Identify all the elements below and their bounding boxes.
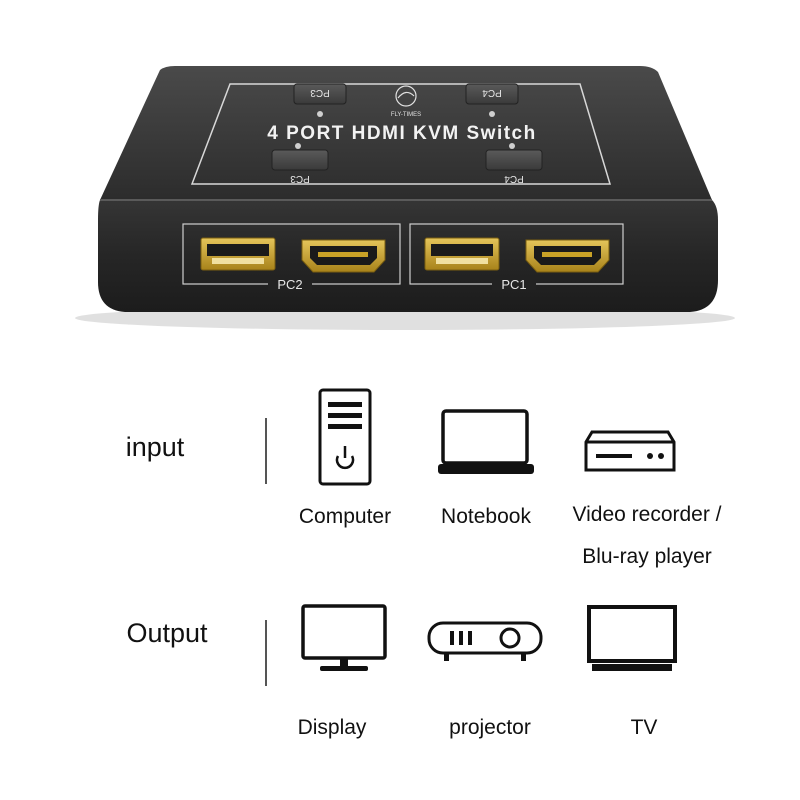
kvm-switch-device: PC3 PC4 PC3 PC4 FLY-TIMES 4 PORT HDMI KV… — [0, 0, 800, 340]
hdmi-port-pc2[interactable] — [301, 239, 386, 273]
button-pc4-bottom[interactable] — [485, 149, 543, 171]
button-label-pc4-bottom: PC4 — [504, 173, 524, 184]
button-pc3-top[interactable] — [293, 83, 347, 105]
device-title: 4 PORT HDMI KVM Switch — [267, 123, 536, 144]
video-recorder-label: Video recorder / — [572, 503, 722, 526]
led-pc3-top — [317, 111, 323, 117]
usb-port-pc2[interactable] — [200, 237, 276, 271]
kvm-switch-illustration: PC3 PC4 PC3 PC4 FLY-TIMES 4 PORT HDMI KV… — [75, 66, 735, 330]
device-front-face — [98, 200, 718, 312]
notebook-label: Notebook — [441, 505, 531, 528]
projector-icon — [427, 621, 543, 661]
button-label-pc4-top: PC4 — [482, 87, 502, 98]
brand-logo-icon — [395, 85, 417, 107]
port-group-label-pc2: PC2 — [277, 277, 302, 292]
hdmi-port-pc1[interactable] — [525, 239, 610, 273]
port-group-label-pc1: PC1 — [501, 277, 526, 292]
brand-name: FLY-TIMES — [391, 112, 421, 118]
led-pc4-bottom — [509, 143, 515, 149]
top-panel-outline — [190, 83, 612, 185]
button-pc3-bottom[interactable] — [271, 149, 329, 171]
display-icon — [301, 604, 387, 671]
computer-label: Computer — [298, 505, 392, 528]
output-divider — [265, 620, 267, 686]
brand-logo-swirl — [397, 91, 415, 99]
led-pc3-bottom — [295, 143, 301, 149]
notebook-icon — [438, 409, 534, 474]
led-pc4-top — [489, 111, 495, 117]
device-top-surface — [100, 66, 712, 200]
output-section-label: Output — [126, 618, 208, 648]
input-divider — [265, 418, 267, 484]
tv-label: TV — [630, 716, 658, 739]
button-label-pc3-top: PC3 — [310, 87, 330, 98]
input-section-label: input — [125, 432, 185, 462]
usb-port-pc1[interactable] — [424, 237, 500, 271]
projector-label: projector — [449, 716, 531, 739]
blu-ray-player-label: Blu-ray player — [582, 545, 712, 568]
button-label-pc3-bottom: PC3 — [290, 173, 310, 184]
computer-tower-icon — [318, 388, 372, 486]
button-pc4-top[interactable] — [465, 83, 519, 105]
tv-icon — [587, 605, 677, 671]
display-label: Display — [297, 716, 367, 739]
video-recorder-icon — [584, 430, 676, 472]
